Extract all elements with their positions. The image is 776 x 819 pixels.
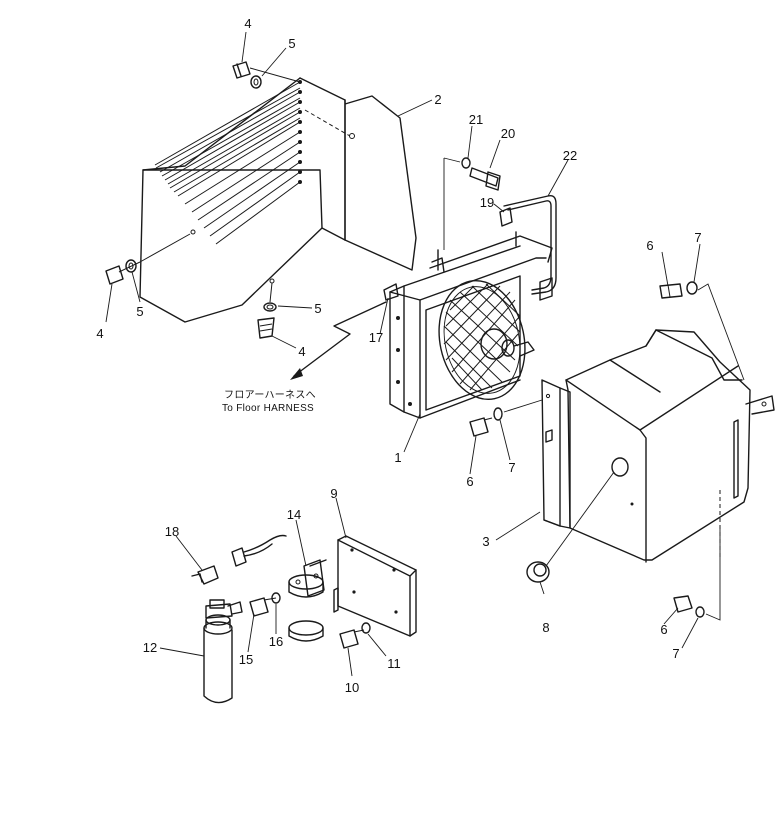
callout-14: 14 xyxy=(287,507,301,522)
callout-16: 16 xyxy=(269,634,283,649)
callout-10: 10 xyxy=(345,680,359,695)
callout-11: 11 xyxy=(387,656,401,671)
callout-labels: 4 5 2 4 5 5 4 21 20 22 19 17 1 6 7 6 7 3… xyxy=(96,16,701,695)
callout-8: 8 xyxy=(542,620,549,635)
callout-15: 15 xyxy=(239,652,253,667)
bolt-4-left xyxy=(105,233,191,285)
callout-12: 12 xyxy=(143,640,157,655)
bracket-9 xyxy=(333,535,417,637)
callout-5: 5 xyxy=(136,304,143,319)
housing-cover xyxy=(565,329,775,563)
callout-22: 22 xyxy=(563,148,577,163)
clamp-14 xyxy=(288,559,327,642)
bolt-20 xyxy=(469,167,501,191)
housing-side-bracket xyxy=(541,379,571,529)
washer-16 xyxy=(271,592,281,604)
fan-grille xyxy=(443,283,521,391)
duct-louvers xyxy=(154,81,301,245)
callout-9: 9 xyxy=(330,486,337,501)
leader-lines xyxy=(105,31,701,677)
callout-5: 5 xyxy=(288,36,295,51)
washer-5-bottom xyxy=(263,282,277,312)
callout-3: 3 xyxy=(482,534,489,549)
condenser-unit xyxy=(383,231,553,419)
bolt-4-bottom xyxy=(257,317,275,339)
duct-assembly xyxy=(139,77,417,323)
bolt-4-top xyxy=(232,61,301,83)
bolt-15 xyxy=(249,597,277,617)
callout-20: 20 xyxy=(501,126,515,141)
grommet-8 xyxy=(526,561,550,583)
callout-2: 2 xyxy=(434,92,441,107)
bolt-6-top xyxy=(659,283,683,299)
callout-6: 6 xyxy=(646,238,653,253)
pipe-22 xyxy=(503,194,557,301)
callout-19: 19 xyxy=(480,195,494,210)
callout-5: 5 xyxy=(314,301,321,316)
harness-plug xyxy=(231,534,287,567)
callout-7: 7 xyxy=(508,460,515,475)
harness-note: フロアーハーネスへ To Floor HARNESS xyxy=(222,389,316,414)
harness-arrow xyxy=(290,301,387,380)
callout-6: 6 xyxy=(660,622,667,637)
callout-7: 7 xyxy=(694,230,701,245)
callout-4: 4 xyxy=(298,344,305,359)
callout-1: 1 xyxy=(394,450,401,465)
callout-7: 7 xyxy=(672,646,679,661)
bolt-6-middle xyxy=(469,417,493,437)
connector-18 xyxy=(191,565,219,585)
callout-6: 6 xyxy=(466,474,473,489)
bolt-10 xyxy=(339,629,365,649)
harness-note-english: To Floor HARNESS xyxy=(222,403,314,414)
callout-18: 18 xyxy=(165,524,179,539)
washer-11 xyxy=(361,622,371,634)
bolt-6-bottom xyxy=(673,595,693,613)
callout-17: 17 xyxy=(369,330,383,345)
washer-5-top xyxy=(250,75,262,89)
callout-4: 4 xyxy=(244,16,251,31)
clip-19 xyxy=(499,207,513,227)
washer-7-middle xyxy=(493,407,503,421)
harness-note-japanese: フロアーハーネスへ xyxy=(224,389,316,401)
washer-7-bottom xyxy=(695,606,705,618)
washer-5-left xyxy=(125,259,137,273)
washer-7-top xyxy=(686,281,698,295)
washer-21 xyxy=(461,157,471,169)
callout-21: 21 xyxy=(469,112,483,127)
callout-4: 4 xyxy=(96,326,103,341)
receiver-dryer xyxy=(203,599,243,704)
